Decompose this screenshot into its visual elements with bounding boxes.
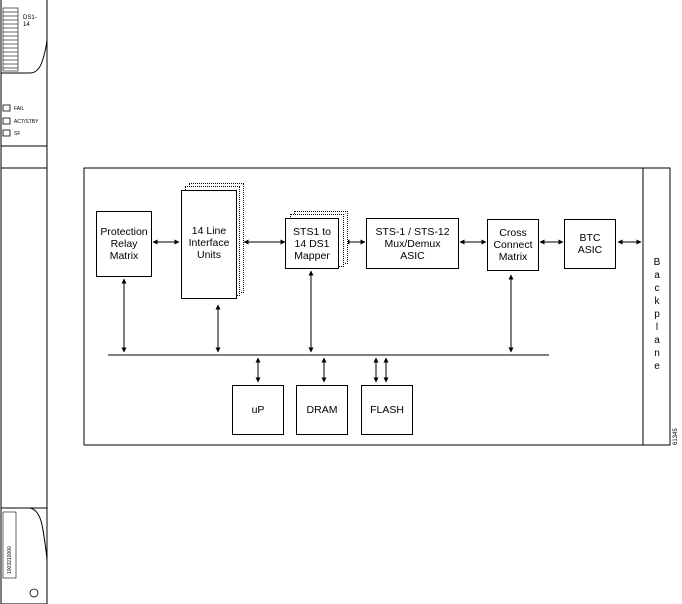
dram-block: DRAM	[296, 385, 348, 435]
line-interface-units-block: 14 Line Interface Units	[181, 190, 237, 299]
protection-relay-block: Protection Relay Matrix	[96, 211, 152, 277]
screw-hole-icon	[29, 588, 39, 598]
led-sf-label: SF	[14, 131, 21, 137]
up-block: uP	[232, 385, 284, 435]
card-name: DS1- 14	[23, 15, 37, 28]
barcode-label	[2, 511, 17, 579]
diagram-frame	[83, 167, 671, 446]
led-act-stby-label: ACT/STBY	[14, 119, 39, 125]
led-fail-label: FAIL	[14, 106, 25, 112]
led-act-stby-indicator	[2, 117, 11, 125]
mux-demux-asic-block: STS-1 / STS-12 Mux/Demux ASIC	[366, 218, 459, 269]
led-fail-indicator	[2, 104, 11, 112]
led-sf-indicator	[2, 129, 11, 137]
sts1-mapper-block: STS1 to 14 DS1 Mapper	[285, 218, 339, 269]
ejector-hatch	[2, 7, 19, 72]
figure-id: 61345	[673, 428, 679, 445]
flash-block: FLASH	[361, 385, 413, 435]
backplane-label: B a c k p l a n e	[653, 257, 661, 372]
cross-connect-block: Cross Connect Matrix	[487, 219, 539, 271]
btc-asic-block: BTC ASIC	[564, 219, 616, 269]
